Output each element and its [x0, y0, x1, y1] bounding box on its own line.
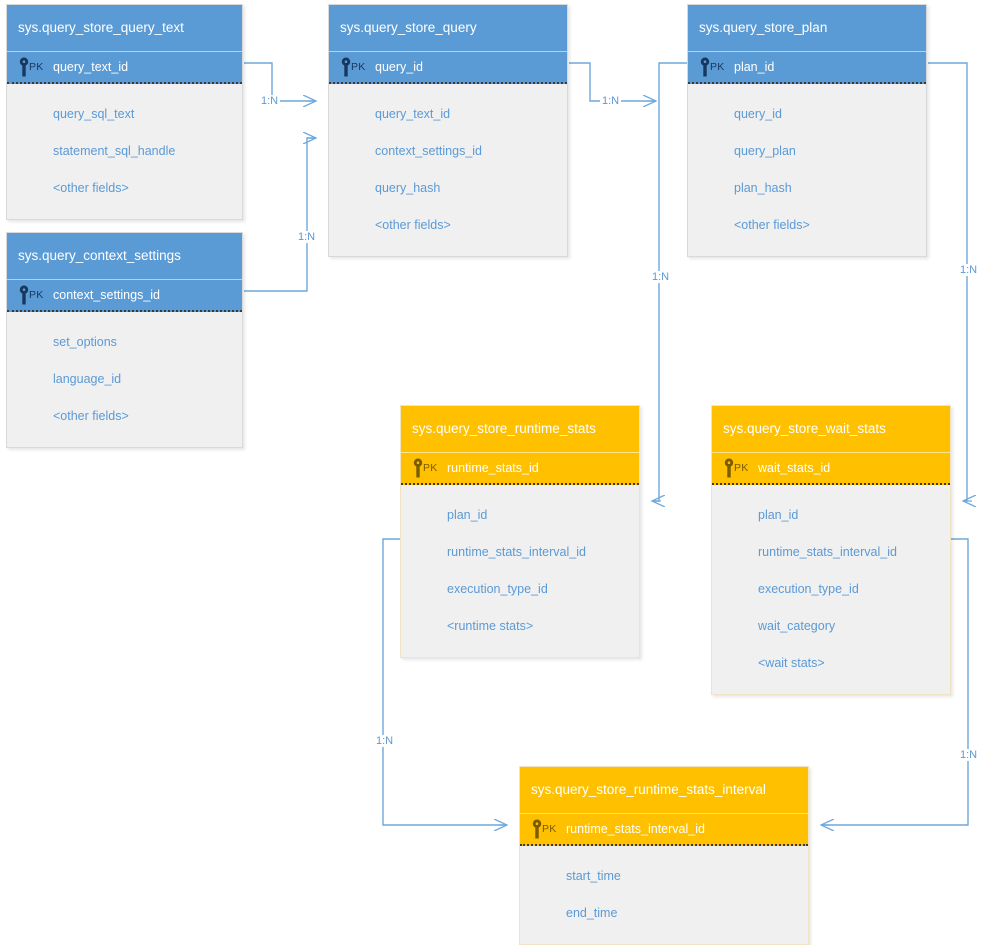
field-row: query_id — [734, 107, 782, 121]
entity-primary-key-row: PK runtime_stats_interval_id — [520, 813, 808, 846]
key-icon — [19, 57, 29, 77]
entity-title: sys.query_context_settings — [7, 233, 242, 279]
pk-tag: PK — [29, 289, 44, 301]
field-row: query_plan — [734, 144, 796, 158]
cardinality-label-query-text-to-query: 1:N — [259, 95, 281, 107]
entity-query-store-plan[interactable]: sys.query_store_plan PK plan_id query_id… — [687, 4, 927, 257]
pk-tag: PK — [710, 61, 725, 73]
pk-field-name: runtime_stats_id — [447, 461, 539, 475]
pk-tag: PK — [542, 823, 557, 835]
field-row: <other fields> — [375, 218, 451, 232]
field-row: <other fields> — [53, 181, 129, 195]
entity-query-store-runtime-stats-interval[interactable]: sys.query_store_runtime_stats_interval P… — [519, 766, 809, 945]
key-icon — [341, 57, 351, 77]
pk-field-name: context_settings_id — [53, 288, 161, 302]
field-row: <runtime stats> — [447, 619, 534, 633]
pk-field-name: plan_id — [734, 60, 775, 74]
entity-field-list: set_options language_id <other fields> — [7, 312, 242, 447]
entity-query-store-query[interactable]: sys.query_store_query PK query_id query_… — [328, 4, 568, 257]
entity-title: sys.query_store_query — [329, 5, 567, 51]
field-row: language_id — [53, 372, 122, 386]
entity-title: sys.query_store_runtime_stats_interval — [520, 767, 808, 813]
entity-query-store-runtime-stats[interactable]: sys.query_store_runtime_stats PK runtime… — [400, 405, 640, 658]
key-icon — [724, 458, 734, 478]
entity-primary-key-row: PK runtime_stats_id — [401, 452, 639, 485]
field-row: query_sql_text — [53, 107, 135, 121]
field-row: runtime_stats_interval_id — [758, 545, 897, 559]
connector-context-settings-to-query — [244, 138, 316, 292]
entity-query-store-query-text[interactable]: sys.query_store_query_text PK query_text… — [6, 4, 243, 220]
entity-title: sys.query_store_plan — [688, 5, 926, 51]
entity-query-store-wait-stats[interactable]: sys.query_store_wait_stats PK wait_stats… — [711, 405, 951, 695]
field-row: query_text_id — [375, 107, 451, 121]
key-icon — [700, 57, 710, 77]
pk-tag: PK — [29, 61, 44, 73]
entity-field-list: query_text_id context_settings_id query_… — [329, 84, 567, 256]
entity-field-list: start_time end_time — [520, 846, 808, 944]
pk-field-name: query_id — [375, 60, 423, 74]
field-row: end_time — [566, 906, 618, 920]
cardinality-label-interval-to-runtime-stats: 1:N — [374, 735, 396, 747]
field-row: <other fields> — [734, 218, 810, 232]
pk-field-name: query_text_id — [53, 60, 129, 74]
entity-query-context-settings[interactable]: sys.query_context_settings PK context_se… — [6, 232, 243, 448]
field-row: <wait stats> — [758, 656, 825, 670]
pk-field-name: runtime_stats_interval_id — [566, 822, 705, 836]
key-icon — [532, 819, 542, 839]
pk-tag: PK — [423, 462, 438, 474]
entity-field-list: query_id query_plan plan_hash <other fie… — [688, 84, 926, 256]
key-icon — [413, 458, 423, 478]
field-row: plan_id — [447, 508, 488, 522]
entity-primary-key-row: PK wait_stats_id — [712, 452, 950, 485]
cardinality-label-interval-to-wait-stats: 1:N — [958, 749, 980, 761]
entity-field-list: query_sql_text statement_sql_handle <oth… — [7, 84, 242, 219]
entity-primary-key-row: PK plan_id — [688, 51, 926, 84]
field-row: start_time — [566, 869, 621, 883]
entity-primary-key-row: PK query_id — [329, 51, 567, 84]
cardinality-label-plan-to-runtime-stats: 1:N — [650, 271, 672, 283]
field-row: query_hash — [375, 181, 441, 195]
entity-title: sys.query_store_wait_stats — [712, 406, 950, 452]
entity-primary-key-row: PK query_text_id — [7, 51, 242, 84]
entity-field-list: plan_id runtime_stats_interval_id execut… — [712, 485, 950, 694]
entity-field-list: plan_id runtime_stats_interval_id execut… — [401, 485, 639, 657]
field-row: runtime_stats_interval_id — [447, 545, 586, 559]
field-row: context_settings_id — [375, 144, 483, 158]
cardinality-label-query-to-plan: 1:N — [600, 95, 622, 107]
entity-primary-key-row: PK context_settings_id — [7, 279, 242, 312]
field-row: plan_hash — [734, 181, 792, 195]
entity-title: sys.query_store_query_text — [7, 5, 242, 51]
field-row: <other fields> — [53, 409, 129, 423]
field-row: execution_type_id — [758, 582, 859, 596]
field-row: statement_sql_handle — [53, 144, 176, 158]
pk-tag: PK — [351, 61, 366, 73]
cardinality-label-context-settings-to-query: 1:N — [296, 231, 318, 243]
field-row: wait_category — [758, 619, 836, 633]
pk-tag: PK — [734, 462, 749, 474]
entity-title: sys.query_store_runtime_stats — [401, 406, 639, 452]
field-row: plan_id — [758, 508, 799, 522]
field-row: set_options — [53, 335, 117, 349]
cardinality-label-plan-to-wait-stats: 1:N — [958, 264, 980, 276]
pk-field-name: wait_stats_id — [758, 461, 831, 475]
key-icon — [19, 285, 29, 305]
field-row: execution_type_id — [447, 582, 548, 596]
